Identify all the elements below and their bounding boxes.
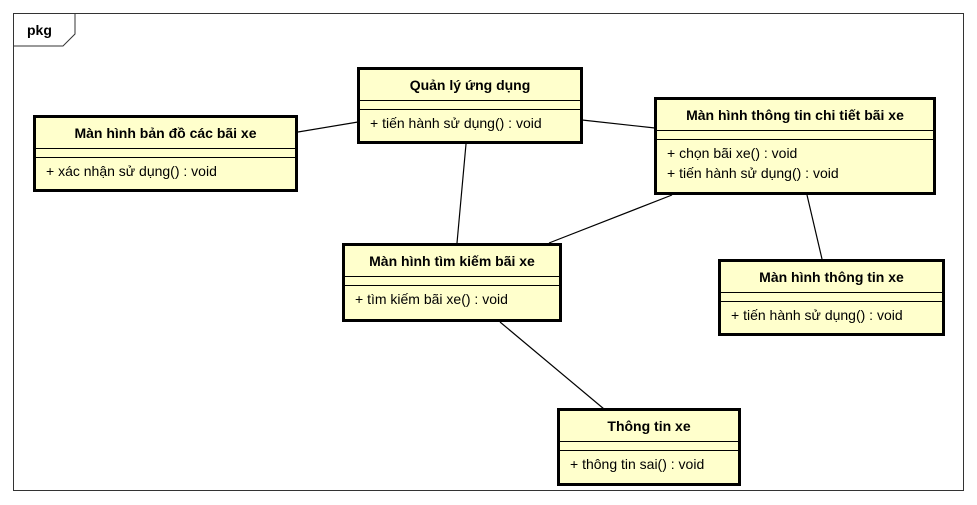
association-chi-tiet-thong-tin-xe-screen [806,194,823,260]
class-thong-tin-xe[interactable]: Thông tin xe + thông tin sai() : void [557,408,741,486]
operation: + chọn bãi xe() : void [667,145,798,161]
package-label: pkg [27,22,52,38]
attributes-compartment [657,131,933,140]
class-man-hinh-chi-tiet[interactable]: Màn hình thông tin chi tiết bãi xe + chọ… [654,97,936,195]
attributes-compartment [345,277,559,286]
class-name: Màn hình thông tin chi tiết bãi xe [657,100,933,131]
class-name: Quản lý ứng dụng [360,70,580,101]
operation: + tiến hành sử dụng() : void [667,165,839,181]
package-frame [13,13,964,491]
attributes-compartment [36,149,295,158]
operation: + tìm kiếm bãi xe() : void [355,291,508,307]
attributes-compartment [560,442,738,451]
operation: + tiến hành sử dụng() : void [370,115,542,131]
operation: + thông tin sai() : void [570,456,705,472]
attributes-compartment [360,101,580,110]
class-name: Màn hình thông tin xe [721,262,942,293]
class-name: Màn hình tìm kiếm bãi xe [345,246,559,277]
operation: + xác nhận sử dụng() : void [46,163,217,179]
operations-compartment: + tiến hành sử dụng() : void [360,110,580,133]
class-name: Thông tin xe [560,411,738,442]
class-name: Màn hình bản đồ các bãi xe [36,118,295,149]
class-man-hinh-thong-tin-xe[interactable]: Màn hình thông tin xe + tiến hành sử dụn… [718,259,945,336]
operations-compartment: + tiến hành sử dụng() : void [721,302,942,325]
attributes-compartment [721,293,942,302]
operation: + tiến hành sử dụng() : void [731,307,903,323]
association-quan-ly-chi-tiet [581,119,656,129]
association-chi-tiet-tim-kiem [548,194,673,244]
association-quan-ly-ban-do [297,121,359,133]
class-man-hinh-tim-kiem[interactable]: Màn hình tìm kiếm bãi xe + tìm kiếm bãi … [342,243,562,322]
operations-compartment: + chọn bãi xe() : void + tiến hành sử dụ… [657,140,933,183]
class-man-hinh-ban-do[interactable]: Màn hình bản đồ các bãi xe + xác nhận sử… [33,115,298,192]
class-quan-ly-ung-dung[interactable]: Quản lý ứng dụng + tiến hành sử dụng() :… [357,67,583,144]
association-tim-kiem-thong-tin-xe [499,321,605,410]
operations-compartment: + tìm kiếm bãi xe() : void [345,286,559,309]
operations-compartment: + thông tin sai() : void [560,451,738,474]
operations-compartment: + xác nhận sử dụng() : void [36,158,295,181]
association-quan-ly-tim-kiem [456,143,467,244]
package-tab-outline [13,13,76,47]
